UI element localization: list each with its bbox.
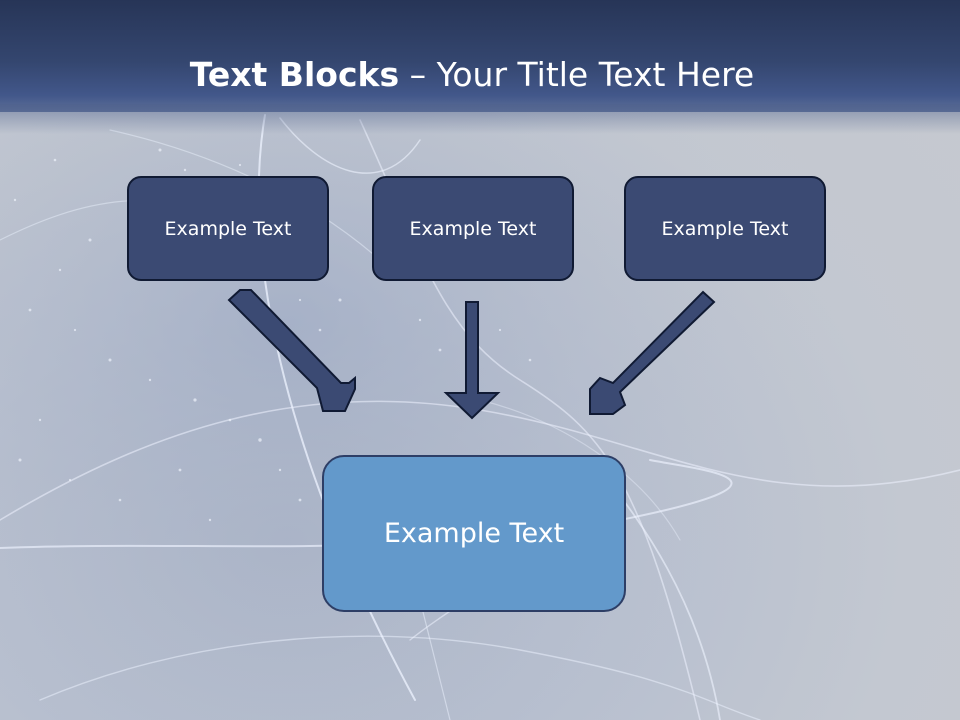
page-title: Text Blocks – Your Title Text Here xyxy=(0,52,944,98)
title-bar xyxy=(0,0,960,112)
top-text-block-2[interactable]: Example Text xyxy=(372,176,574,281)
top-text-block-1-label: Example Text xyxy=(164,217,292,240)
title-separator: – xyxy=(399,55,437,94)
main-text-block-label: Example Text xyxy=(383,518,565,549)
top-text-block-3[interactable]: Example Text xyxy=(624,176,826,281)
top-text-block-3-label: Example Text xyxy=(661,217,789,240)
title-bold-part: Text Blocks xyxy=(189,55,400,94)
main-text-block[interactable]: Example Text xyxy=(322,455,626,612)
top-text-block-2-label: Example Text xyxy=(409,217,537,240)
top-text-block-1[interactable]: Example Text xyxy=(127,176,329,281)
title-bar-fade xyxy=(0,104,960,134)
title-rest: Your Title Text Here xyxy=(436,55,755,94)
